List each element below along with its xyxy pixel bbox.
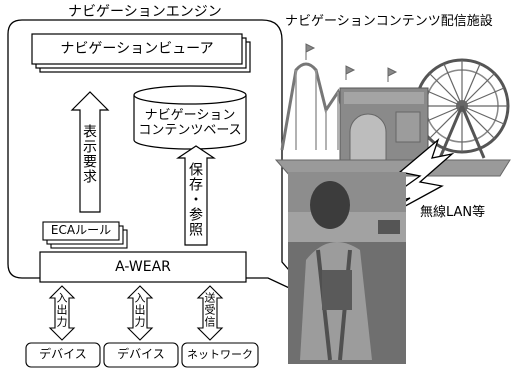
database-label-line-2: コンテンツベース: [138, 123, 242, 138]
network-label: ネットワーク: [187, 347, 253, 361]
io-label-3: 送受信: [203, 292, 216, 328]
viewer-box: [31, 33, 251, 73]
awear-label: A-WEAR: [115, 258, 171, 275]
device-label-2: デバイス: [117, 347, 165, 362]
io-arrow-3: [196, 285, 224, 341]
engine-title: ナビゲーションエンジン: [68, 4, 222, 20]
display-request-label: 表示要求: [81, 124, 97, 184]
device-box-2: [103, 342, 179, 368]
database-label-line-1: ナビゲーション: [144, 108, 236, 124]
io-arrow-2: [126, 285, 154, 341]
user-photo: [288, 172, 406, 364]
store-reference-arrow: [176, 145, 216, 246]
io-arrow-1: [48, 285, 76, 341]
eca-rules-box: [42, 221, 128, 249]
awear-bar: [39, 251, 247, 283]
engine-container: [7, 19, 316, 301]
display-request-arrow: [70, 91, 110, 213]
database-label: ナビゲーション コンテンツベース: [134, 106, 246, 142]
io-label-1: 入出力: [55, 292, 68, 328]
amusement-park-illustration: [274, 43, 511, 177]
io-label-2: 入出力: [133, 292, 146, 328]
facility-title: ナビゲーションコンテンツ配信施設: [285, 14, 493, 29]
device-label-1: デバイス: [39, 347, 87, 362]
eca-rules-label: ECAルール: [50, 223, 112, 238]
device-box-3: [181, 342, 259, 368]
wireless-label: 無線LAN等: [420, 205, 486, 220]
device-box-1: [25, 342, 101, 368]
viewer-label: ナビゲーションビューア: [60, 40, 214, 57]
store-reference-label: 保存・参照: [187, 162, 203, 237]
database-cylinder: [133, 85, 247, 150]
